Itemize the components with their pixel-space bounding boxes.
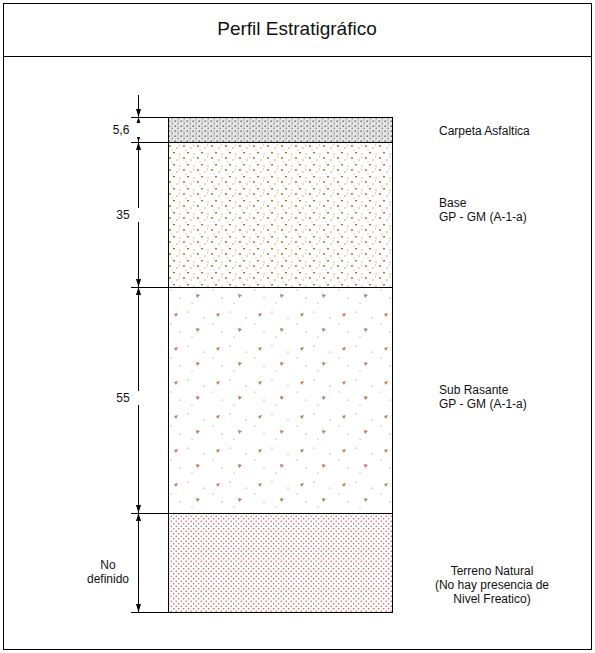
layer-name: Terreno Natural (433, 564, 551, 578)
diagram-title: Perfil Estratigráfico (217, 18, 376, 40)
layer-name: Base (439, 196, 589, 210)
layer-label-group: Sub RasanteGP - GM (A-1-a) (439, 383, 589, 411)
thickness-dimension: 55 (103, 391, 143, 405)
soil-layer-band: BaseGP - GM (A-1-a) (168, 142, 393, 288)
layer-name: Sub Rasante (439, 383, 589, 397)
soil-layer-band: Terreno Natural(No hay presencia de Nive… (168, 513, 393, 613)
thickness-dimension: No definido (84, 558, 132, 586)
layer-description: GP - GM (A-1-a) (439, 397, 589, 411)
soil-layer-band: Sub RasanteGP - GM (A-1-a) (168, 287, 393, 514)
soil-layer-band: Carpeta Asfaltica (168, 117, 393, 143)
layer-label-group: BaseGP - GM (A-1-a) (439, 196, 589, 224)
layer-description: (No hay presencia de Nivel Freatico) (433, 578, 551, 606)
layer-name: Carpeta Asfaltica (439, 124, 589, 138)
thickness-dimension: 5,6 (101, 123, 141, 137)
layer-label-group: Carpeta Asfaltica (439, 124, 589, 138)
thickness-dimension: 35 (103, 208, 143, 222)
layer-label-group: Terreno Natural(No hay presencia de Nive… (433, 564, 551, 606)
layer-description: GP - GM (A-1-a) (439, 210, 589, 224)
